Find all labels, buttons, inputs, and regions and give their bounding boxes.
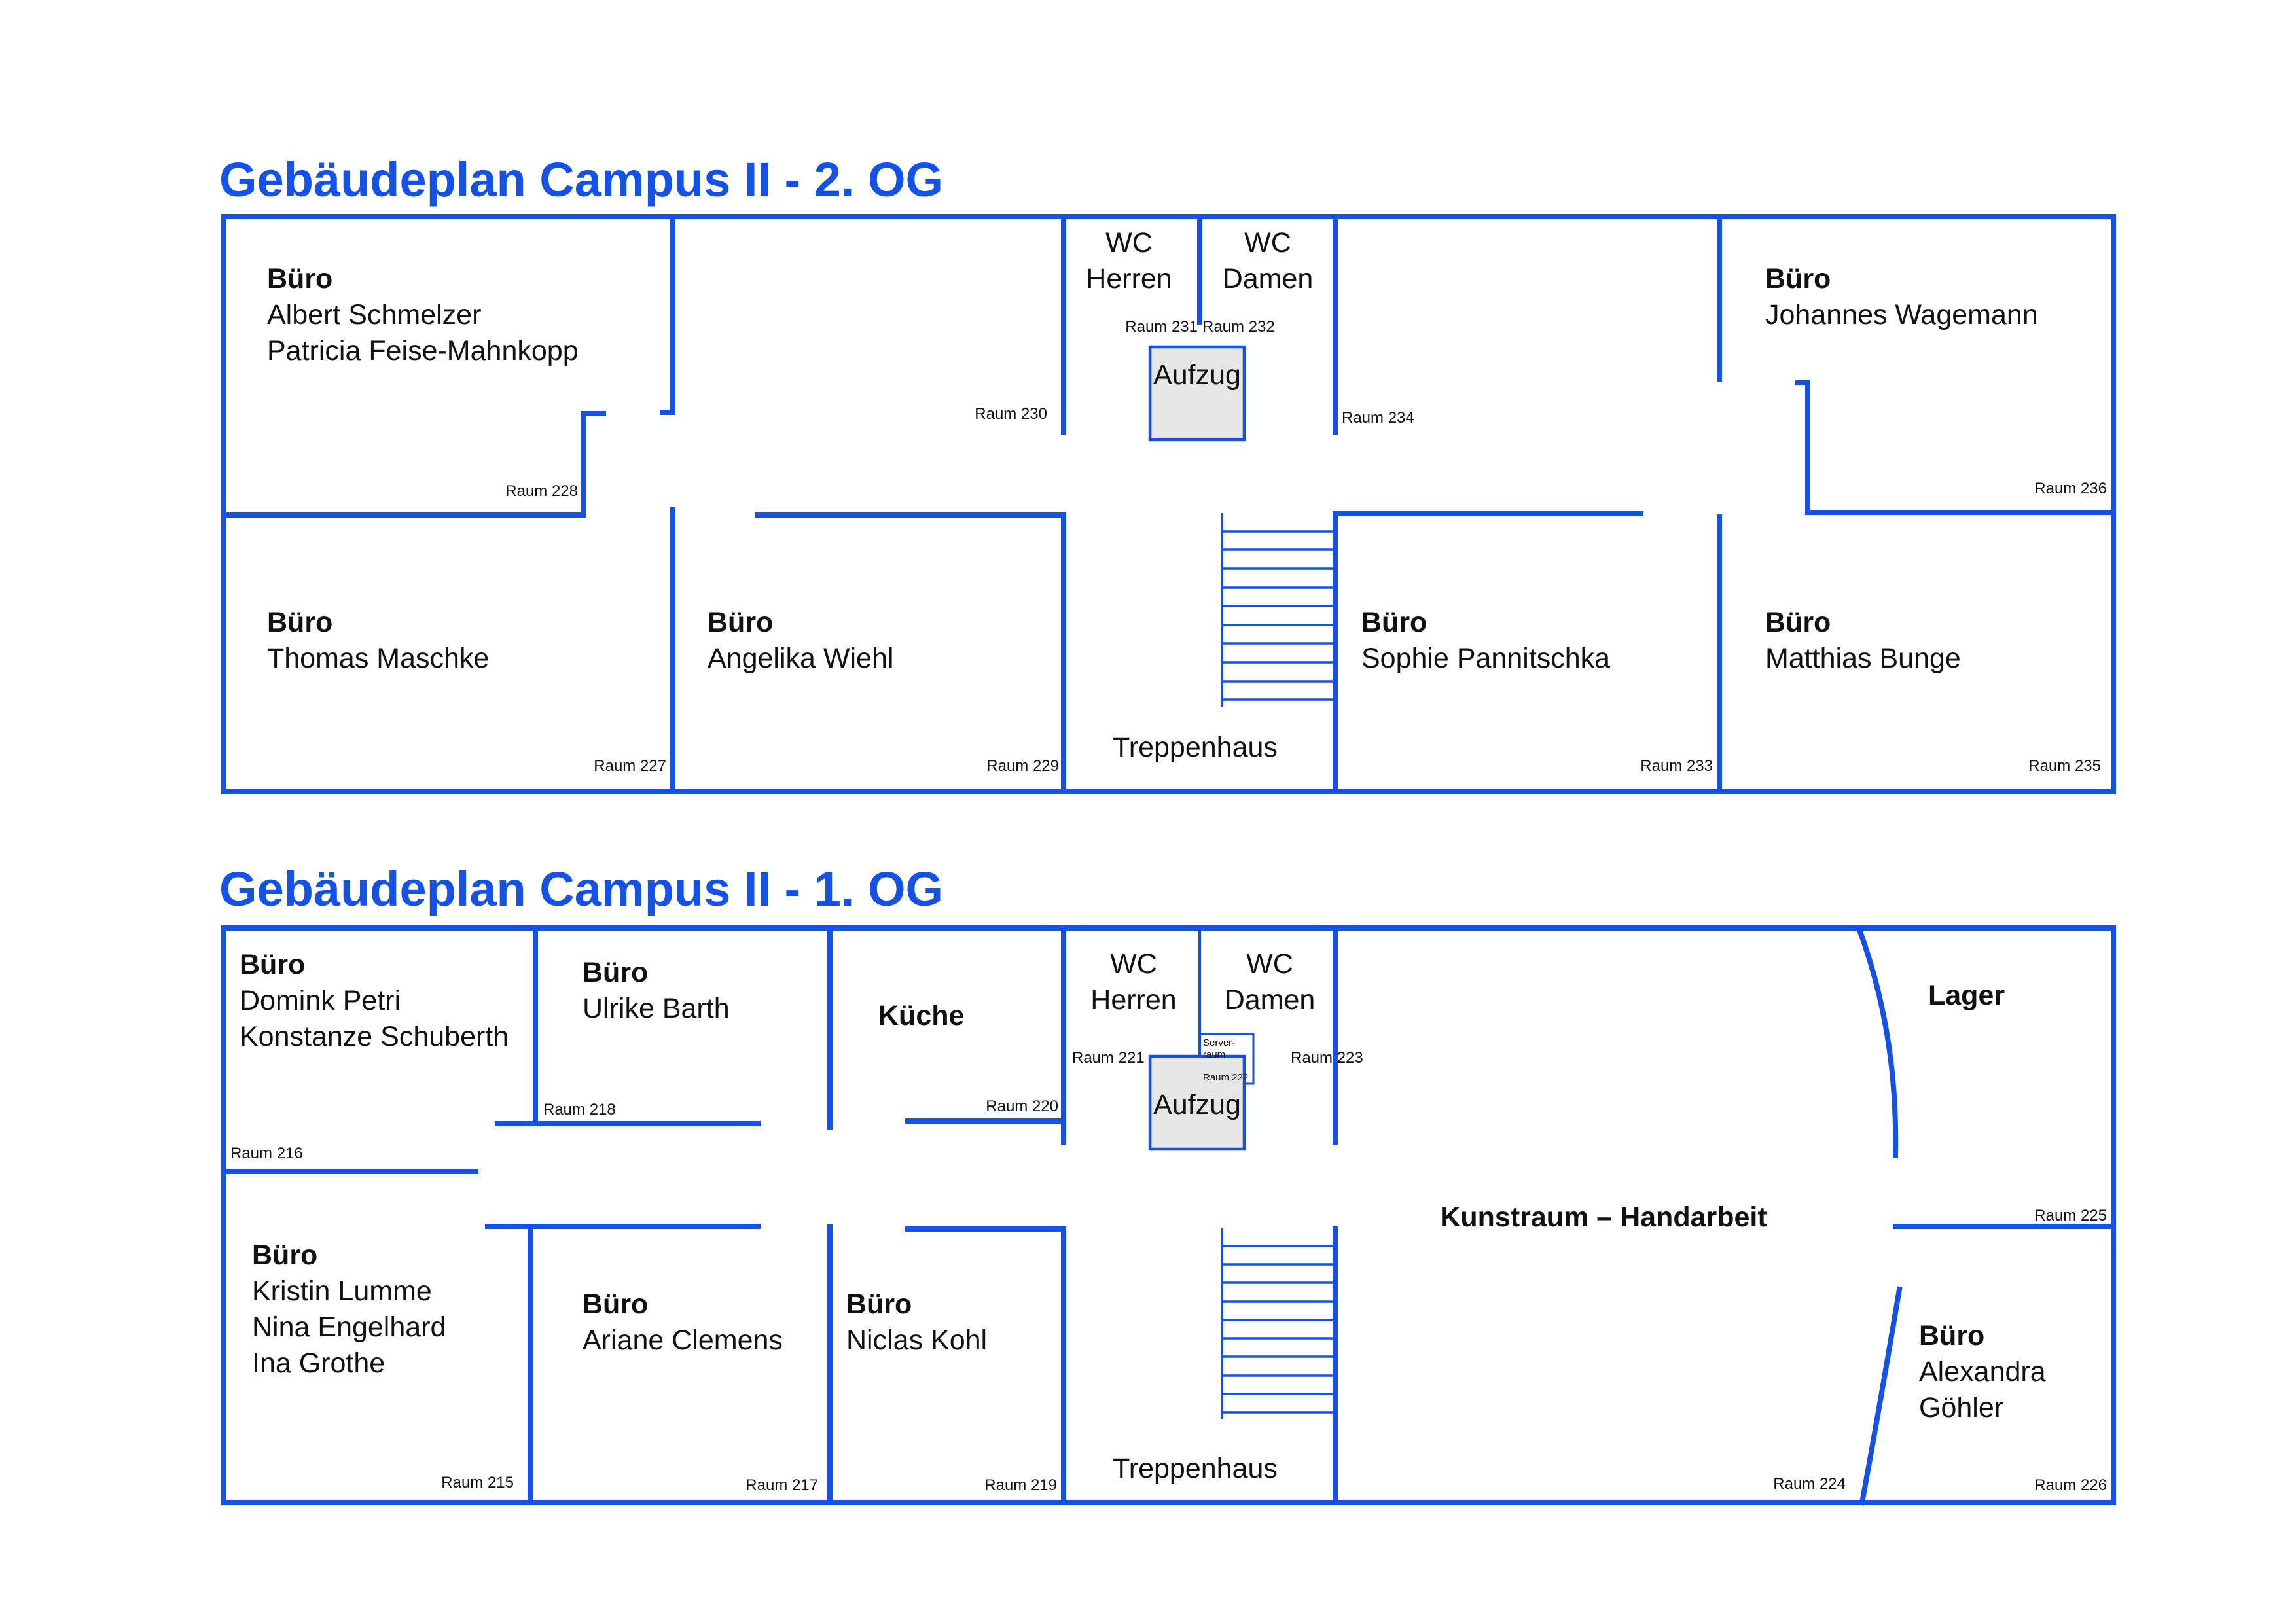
r226-number: Raum 226: [2034, 1476, 2107, 1494]
r218-label: Büro: [583, 957, 648, 988]
r218-name: Ulrike Barth: [583, 993, 730, 1024]
r216-number: Raum 216: [230, 1145, 303, 1162]
r217-label: Büro: [583, 1289, 648, 1320]
r222-label: Server-: [1203, 1037, 1235, 1048]
floor1-stairs: [1221, 1228, 1335, 1419]
r231-label: WC: [1105, 227, 1153, 259]
wall-r236-bottom: [1795, 380, 2116, 515]
r219-number: Raum 219: [984, 1476, 1057, 1494]
r215-label: Büro: [252, 1240, 317, 1271]
r228-number: Raum 228: [505, 482, 578, 500]
floor2-plan: Büro Albert Schmelzer Patricia Feise-Mah…: [221, 214, 2116, 794]
r232-label: WC: [1244, 227, 1291, 259]
r235-number: Raum 235: [2028, 757, 2101, 775]
r233-number: Raum 233: [1640, 757, 1713, 775]
r222-name: raum: [1203, 1049, 1225, 1060]
r236-label: Büro: [1765, 263, 1831, 294]
r218-number: Raum 218: [543, 1101, 616, 1118]
r235-name: Matthias Bunge: [1765, 643, 1961, 674]
r235-label: Büro: [1765, 607, 1831, 638]
wall-r219: [905, 1226, 1066, 1505]
r223-label: WC: [1246, 948, 1293, 980]
r219-label: Büro: [846, 1289, 912, 1320]
r224-label: Kunstraum – Handarbeit: [1440, 1202, 1767, 1233]
r236-name: Johannes Wagemann: [1765, 299, 2038, 330]
r225-number: Raum 225: [2034, 1207, 2107, 1224]
r230-number: Raum 230: [975, 405, 1047, 423]
r234-number: Raum 234: [1342, 409, 1414, 427]
r219-name: Niclas Kohl: [846, 1325, 987, 1356]
wall-r228-right: [660, 214, 675, 415]
floor2-elevator-label: Aufzug: [1153, 359, 1241, 391]
r233-label: Büro: [1361, 607, 1427, 638]
r229-label: Büro: [708, 607, 773, 638]
floor1-stairs-label: Treppenhaus: [1113, 1453, 1278, 1484]
floor1-title: Gebäudeplan Campus II - 1. OG: [219, 862, 944, 916]
r228-label: Büro: [267, 263, 332, 294]
r221-number: Raum 221: [1072, 1049, 1145, 1067]
r215-name-3: Ina Grothe: [252, 1347, 385, 1379]
r226-name-1: Alexandra: [1919, 1356, 2046, 1387]
r226-name-2: Göhler: [1919, 1392, 2003, 1423]
r229-number: Raum 229: [986, 757, 1059, 775]
r216-name-1: Domink Petri: [240, 985, 401, 1016]
r229-name: Angelika Wiehl: [708, 643, 893, 674]
r225-label: Lager: [1928, 980, 2005, 1011]
r227-number: Raum 227: [594, 757, 666, 775]
r236-number: Raum 236: [2034, 480, 2107, 497]
floor2-stairs-label: Treppenhaus: [1113, 732, 1278, 763]
floor1-elevator: [1148, 1054, 1246, 1151]
r223-number: Raum 223: [1291, 1049, 1363, 1067]
wall-r226-curve: [1859, 1286, 1903, 1506]
r222-number: Raum 222: [1203, 1072, 1248, 1083]
r217-name: Ariane Clemens: [583, 1325, 783, 1356]
r232-number: Raum 232: [1202, 318, 1275, 336]
r223-name: Damen: [1225, 984, 1316, 1016]
floor2-outer-wall: [221, 214, 2116, 794]
r216-label: Büro: [240, 949, 305, 980]
r231-name: Herren: [1086, 263, 1172, 294]
floor2-stairs: [1221, 513, 1335, 707]
r221-label: WC: [1110, 948, 1157, 980]
r233-name: Sophie Pannitschka: [1361, 643, 1610, 674]
r217-number: Raum 217: [745, 1476, 818, 1494]
wall-r229: [755, 512, 1066, 794]
r231-number: Raum 231: [1125, 318, 1198, 336]
wall-r225-curve: [1855, 924, 1899, 1159]
r226-label: Büro: [1919, 1320, 1984, 1351]
r220-label: Küche: [878, 1000, 964, 1031]
floor1-elevator-label: Aufzug: [1153, 1089, 1241, 1120]
r224-number: Raum 224: [1773, 1475, 1846, 1493]
r220-number: Raum 220: [986, 1097, 1058, 1115]
r227-label: Büro: [267, 607, 332, 638]
floor1-plan: Büro Domink Petri Konstanze Schuberth Ra…: [221, 924, 2116, 1506]
r215-name-1: Kristin Lumme: [252, 1275, 432, 1307]
wall-r228: [221, 411, 606, 518]
r227-name: Thomas Maschke: [267, 643, 489, 674]
floor2-elevator: [1148, 345, 1246, 442]
floor2-title: Gebäudeplan Campus II - 2. OG: [219, 152, 944, 207]
r232-name: Damen: [1223, 263, 1314, 294]
r221-name: Herren: [1090, 984, 1176, 1016]
r215-number: Raum 215: [441, 1474, 514, 1491]
r228-name-1: Albert Schmelzer: [267, 299, 481, 330]
r215-name-2: Nina Engelhard: [252, 1311, 446, 1343]
floor1-outer-wall: [221, 925, 2116, 1505]
r216-name-2: Konstanze Schuberth: [240, 1021, 509, 1052]
r228-name-2: Patricia Feise-Mahnkopp: [267, 335, 579, 366]
